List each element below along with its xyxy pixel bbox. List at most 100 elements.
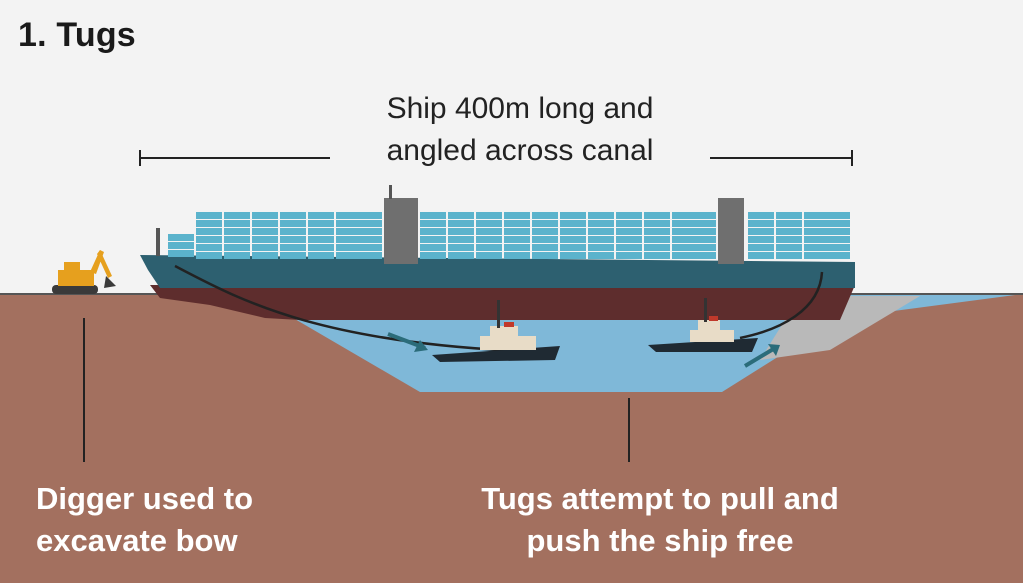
container (336, 220, 362, 227)
container (448, 252, 474, 259)
container (476, 252, 502, 259)
container (224, 244, 250, 251)
container (644, 228, 670, 235)
ship-funnel-rear (718, 198, 744, 264)
ship-icon (140, 185, 855, 320)
tug-icon (432, 300, 560, 362)
digger-icon (52, 250, 116, 294)
container (672, 228, 698, 235)
container (476, 220, 502, 227)
container (804, 228, 830, 235)
container (168, 242, 194, 249)
container (588, 228, 614, 235)
container (336, 212, 362, 219)
container (776, 212, 802, 219)
ship-containers (168, 212, 850, 259)
container (448, 236, 474, 243)
container (196, 228, 222, 235)
container (776, 252, 802, 259)
container (804, 220, 830, 227)
container (280, 228, 306, 235)
container (748, 220, 774, 227)
container (672, 252, 698, 259)
container (616, 212, 642, 219)
container (280, 220, 306, 227)
container (504, 236, 530, 243)
tugs-label-line1: Tugs attempt to pull and (481, 481, 839, 516)
container (224, 252, 250, 259)
container (748, 244, 774, 251)
ship-hull-lower (150, 285, 855, 320)
container (698, 252, 716, 259)
container (560, 212, 586, 219)
container (308, 228, 334, 235)
container (224, 212, 250, 219)
container (224, 228, 250, 235)
container (776, 220, 802, 227)
tug-rope-front (174, 264, 546, 354)
container (252, 220, 278, 227)
container (532, 220, 558, 227)
container (804, 212, 830, 219)
container (360, 220, 382, 227)
container (420, 252, 446, 259)
container (644, 212, 670, 219)
tugs-label-line2: push the ship free (526, 523, 794, 558)
container (616, 244, 642, 251)
container (360, 236, 382, 243)
container (748, 236, 774, 243)
container (616, 220, 642, 227)
container (448, 244, 474, 251)
container (196, 212, 222, 219)
container (476, 228, 502, 235)
container (804, 244, 830, 251)
container (280, 244, 306, 251)
container (830, 252, 850, 259)
container (830, 212, 850, 219)
container (644, 236, 670, 243)
container (776, 236, 802, 243)
container (336, 236, 362, 243)
container (476, 244, 502, 251)
container (360, 228, 382, 235)
container (830, 236, 850, 243)
ship-bow-mast (156, 228, 160, 256)
container (504, 220, 530, 227)
container (308, 252, 334, 259)
container (644, 220, 670, 227)
container (672, 212, 698, 219)
container (308, 212, 334, 219)
container (830, 220, 850, 227)
container (532, 228, 558, 235)
ship-caption-line1: Ship 400m long and (386, 92, 654, 125)
container (280, 236, 306, 243)
container (588, 236, 614, 243)
container (698, 212, 716, 219)
container (196, 236, 222, 243)
container (448, 220, 474, 227)
container (672, 220, 698, 227)
container (644, 244, 670, 251)
container (560, 252, 586, 259)
container (360, 252, 382, 259)
container (224, 236, 250, 243)
digger-label-line2: excavate bow (36, 523, 238, 558)
container (420, 228, 446, 235)
container (698, 244, 716, 251)
ship-bridge-front (384, 198, 418, 264)
container (560, 220, 586, 227)
container (504, 228, 530, 235)
digger-label-line1: Digger used to (36, 481, 254, 516)
ship-caption-line2: angled across canal (330, 133, 710, 169)
container (588, 220, 614, 227)
arrow-icon-rear (743, 344, 780, 368)
container (804, 252, 830, 259)
container (616, 236, 642, 243)
tug-rope-rear (739, 271, 824, 340)
container (308, 236, 334, 243)
container (252, 228, 278, 235)
container (308, 244, 334, 251)
container (252, 244, 278, 251)
container (830, 228, 850, 235)
